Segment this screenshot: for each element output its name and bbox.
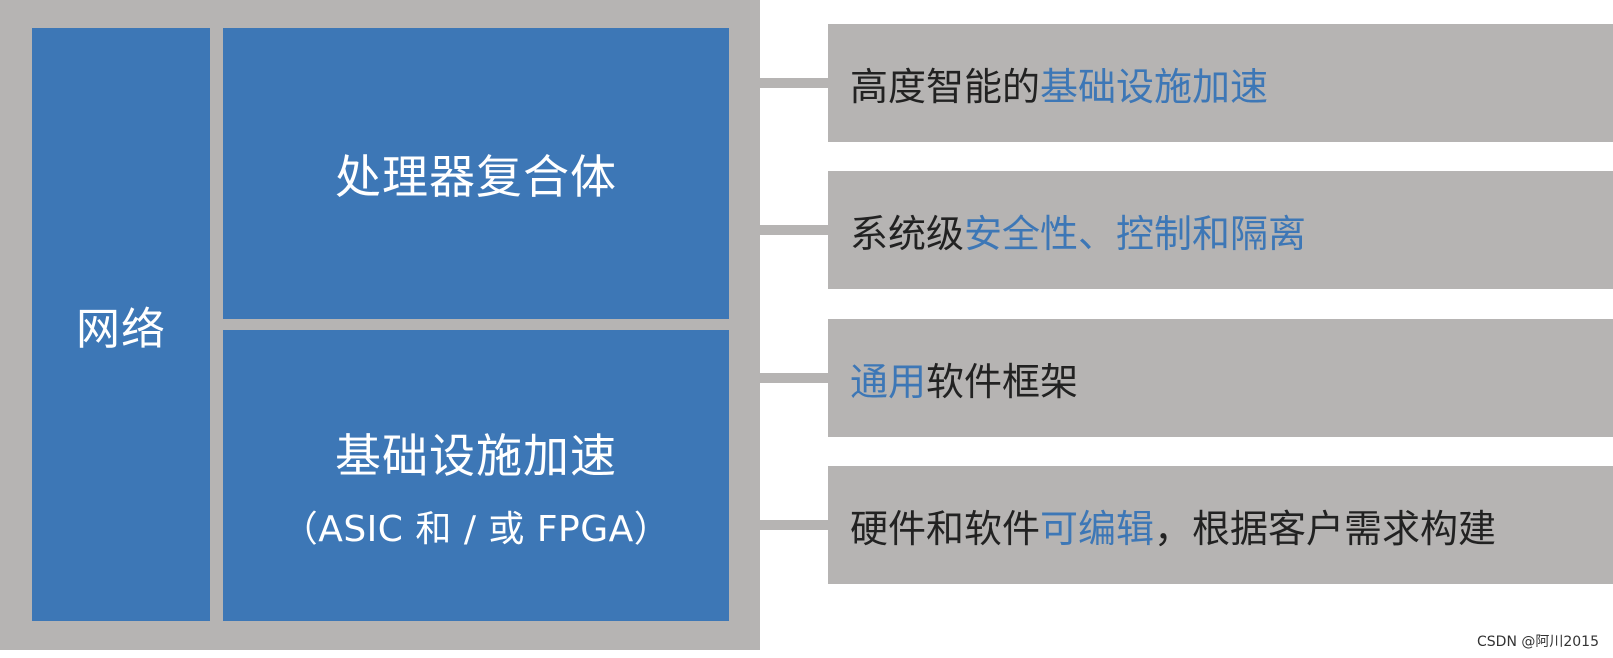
infrastructure-acceleration-label: 基础设施加速 <box>335 428 617 483</box>
feature-4-text: 硬件和软件 <box>850 506 1041 551</box>
connector-line-1 <box>758 78 828 88</box>
connector-line-3 <box>758 373 828 383</box>
feature-1-text: 高度智能的 <box>850 64 1041 109</box>
network-block: 网络 <box>32 28 210 621</box>
connector-line-4 <box>758 520 828 530</box>
feature-box-4: 硬件和软件可编辑，根据客户需求构建 <box>828 466 1613 584</box>
feature-4-text-after: ，根据客户需求构建 <box>1154 506 1497 551</box>
connector-line-2 <box>758 225 828 235</box>
network-label: 网络 <box>76 303 166 355</box>
feature-4-highlight: 可编辑 <box>1040 506 1155 551</box>
feature-2-highlight: 安全性、控制和隔离 <box>964 211 1307 256</box>
feature-box-1: 高度智能的基础设施加速 <box>828 24 1613 142</box>
feature-box-2: 系统级安全性、控制和隔离 <box>828 171 1613 289</box>
feature-2-text: 系统级 <box>850 211 965 256</box>
feature-box-3: 通用软件框架 <box>828 319 1613 437</box>
feature-1-highlight: 基础设施加速 <box>1040 64 1269 109</box>
watermark: CSDN @阿川2015 <box>1473 630 1603 652</box>
feature-3-text-after: 软件框架 <box>926 359 1079 404</box>
processor-complex-block: 处理器复合体 <box>223 28 729 319</box>
asic-fpga-label: （ASIC 和 / 或 FPGA） <box>281 508 671 550</box>
processor-complex-label: 处理器复合体 <box>335 149 617 204</box>
infrastructure-acceleration-block: 基础设施加速 （ASIC 和 / 或 FPGA） <box>223 330 729 621</box>
feature-3-highlight: 通用 <box>850 359 927 404</box>
